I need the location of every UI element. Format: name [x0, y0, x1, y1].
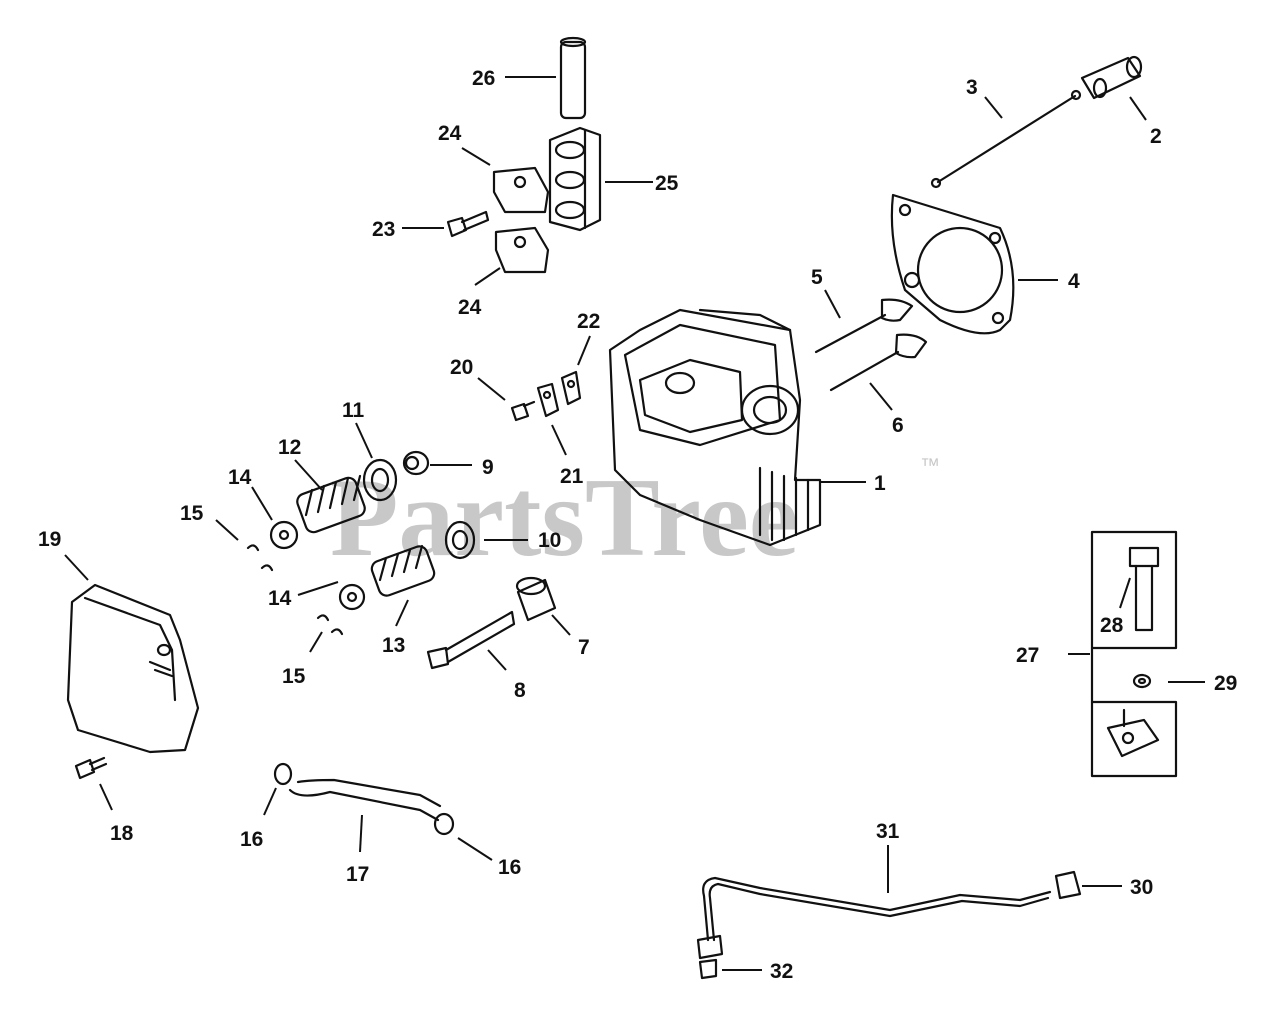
- label-28: 28: [1100, 614, 1124, 637]
- part-valve-spring-upper: [296, 474, 366, 534]
- label-22: 22: [577, 310, 600, 333]
- part-cover-bolt: [74, 756, 108, 780]
- part-spring-cap-lower: [338, 583, 366, 611]
- label-26: 26: [472, 67, 495, 90]
- label-10: 10: [538, 529, 561, 552]
- label-23: 23: [372, 218, 395, 241]
- label-3: 3: [966, 76, 978, 99]
- label-5: 5: [811, 266, 823, 289]
- part-spring-cap-upper: [269, 520, 299, 550]
- part-cylinder-head: [608, 308, 822, 547]
- label-24-lower: 24: [458, 296, 482, 319]
- part-hose-clamp-left: [273, 762, 293, 786]
- label-11: 11: [342, 399, 365, 422]
- label-24-upper: 24: [438, 122, 462, 145]
- part-spacer: [515, 576, 557, 622]
- part-spring-retainer-lower: [444, 520, 476, 560]
- label-1: 1: [874, 472, 886, 495]
- part-valve-cover: [66, 583, 200, 754]
- part-breather-tube: [702, 876, 1052, 942]
- part-rocker-arm-lower: [494, 226, 550, 274]
- part-rocker-arm-upper: [492, 166, 550, 214]
- part-rocker-bracket: [548, 126, 602, 232]
- label-12: 12: [278, 436, 301, 459]
- part-valve-seal: [402, 450, 430, 476]
- label-32: 32: [770, 960, 793, 983]
- part-kit-bolt: [1128, 546, 1160, 632]
- part-breather-hose: [288, 778, 442, 822]
- label-27: 27: [1016, 644, 1039, 667]
- label-9: 9: [482, 456, 494, 479]
- part-kit-mount: [1106, 708, 1160, 758]
- part-kit-washer: [1132, 673, 1152, 689]
- part-kit-bracket: [1090, 530, 1178, 778]
- label-25: 25: [655, 172, 679, 195]
- part-spring-retainer-upper: [362, 458, 398, 502]
- label-16-left: 16: [240, 828, 263, 851]
- part-valve-exhaust: [829, 333, 928, 392]
- label-21: 21: [560, 465, 584, 488]
- part-tappet: [1080, 55, 1143, 100]
- part-tube-grommet: [1054, 870, 1082, 900]
- label-8: 8: [514, 679, 526, 702]
- label-6: 6: [892, 414, 904, 437]
- label-14-upper: 14: [228, 466, 252, 489]
- label-14-lower: 14: [268, 587, 292, 610]
- label-4: 4: [1068, 270, 1080, 293]
- label-13: 13: [382, 634, 405, 657]
- label-20: 20: [450, 356, 473, 379]
- part-valve-spring-lower: [370, 544, 436, 597]
- label-29: 29: [1214, 672, 1237, 695]
- part-tube-fitting: [696, 934, 724, 980]
- part-labels: 26 3 2 24 25 23 24 4 5 22 20 6 11 9 21 1…: [38, 67, 1237, 983]
- label-17: 17: [346, 863, 369, 886]
- part-bracket-21: [536, 382, 560, 418]
- leader-lines: [64, 76, 1205, 971]
- part-bolt-small: [446, 210, 490, 238]
- label-2: 2: [1150, 125, 1162, 148]
- label-19: 19: [38, 528, 61, 551]
- watermark-trademark: ™: [920, 455, 940, 477]
- part-bracket-22: [560, 370, 582, 406]
- label-15-upper: 15: [180, 502, 204, 525]
- label-15-lower: 15: [282, 665, 306, 688]
- part-long-bolt: [426, 610, 516, 670]
- part-valve-keepers-lower: [316, 614, 344, 636]
- label-31: 31: [876, 820, 900, 843]
- part-bolt-20: [510, 400, 536, 422]
- label-30: 30: [1130, 876, 1153, 899]
- label-18: 18: [110, 822, 134, 845]
- label-16-right: 16: [498, 856, 521, 879]
- part-head-gasket: [890, 193, 1015, 335]
- part-pin: [559, 36, 587, 120]
- part-push-rod: [930, 89, 1082, 189]
- part-hose-clamp-right: [433, 812, 455, 836]
- label-7: 7: [578, 636, 590, 659]
- part-valve-intake: [814, 298, 914, 354]
- part-valve-keepers-upper: [246, 544, 274, 572]
